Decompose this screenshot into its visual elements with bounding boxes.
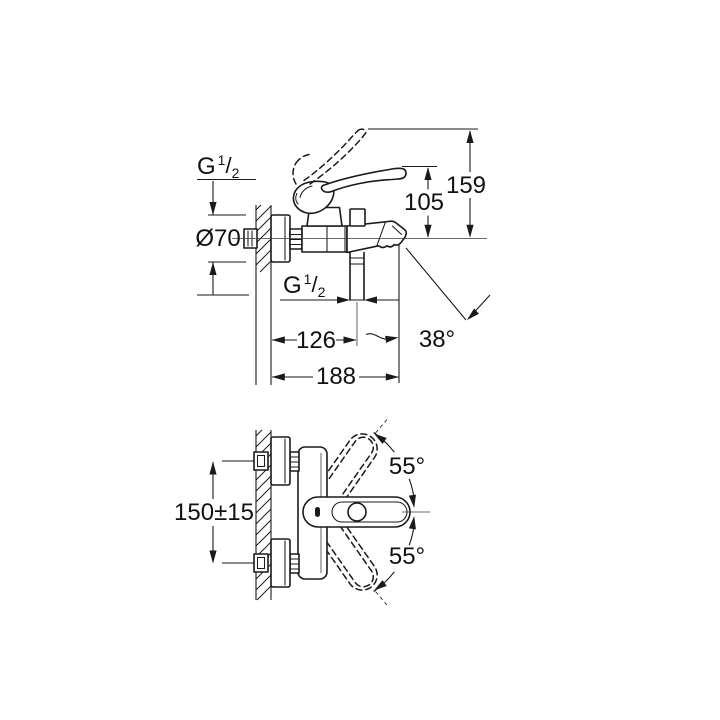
arrowhead xyxy=(271,336,285,344)
dim-wall-to-spout-end: 188 xyxy=(271,363,399,390)
spacing-extension-lines xyxy=(222,460,254,564)
lever-handle-side xyxy=(292,167,407,215)
shower-pipe-thread xyxy=(349,257,365,301)
arrowhead xyxy=(337,296,350,304)
spout xyxy=(346,220,408,254)
lever-handle-front xyxy=(302,496,411,528)
diverter-knob xyxy=(349,208,366,227)
dim-total-height: 159 xyxy=(446,130,486,238)
shower-outlet-pipe xyxy=(349,251,365,301)
arrowhead xyxy=(209,202,217,215)
swivel-angle-bottom-label: 55° xyxy=(389,543,425,570)
spout-aerator-face xyxy=(391,225,403,236)
supply-stub-inner xyxy=(256,556,266,570)
arrowhead xyxy=(408,494,416,508)
arrowhead xyxy=(385,373,399,381)
arrowhead xyxy=(424,167,432,180)
total-height-label: 159 xyxy=(446,172,486,199)
spout-outline xyxy=(346,220,408,254)
mixer-body-joints xyxy=(326,225,346,253)
wall-section-side xyxy=(255,204,272,385)
escutcheon-front-bottom xyxy=(270,538,291,588)
arrowhead xyxy=(466,224,474,238)
lever-base-detail2 xyxy=(295,192,299,205)
arrowhead xyxy=(374,580,387,591)
arrowhead xyxy=(209,461,217,475)
union-nut-top xyxy=(289,451,300,472)
arrowhead xyxy=(343,336,357,344)
shower-pipe-sides xyxy=(349,251,365,301)
lever-handle-raised-dashed xyxy=(292,128,368,185)
dim-connection-spacing: 150±15 xyxy=(174,460,254,564)
swivel-angle-top-label: 55° xyxy=(389,453,425,480)
wall-to-shower-outlet-label: 126 xyxy=(296,327,336,354)
spout-endpiece-joint xyxy=(376,221,387,247)
dim-wall-to-shower-outlet: 126 xyxy=(271,327,399,354)
dim-escutcheon-diameter: Ø70 xyxy=(195,181,246,295)
arrowhead xyxy=(424,224,432,238)
supply-connection-bottom xyxy=(253,553,269,573)
arrowhead xyxy=(466,130,474,143)
union-nut-bottom xyxy=(289,553,300,574)
arrowhead xyxy=(209,262,217,275)
escutcheon-diameter-label: Ø70 xyxy=(195,225,240,252)
handle-screw-cap xyxy=(347,502,367,522)
arrowhead xyxy=(374,433,387,444)
dim-lever-height: 105 xyxy=(404,167,444,238)
arrowhead xyxy=(209,550,217,564)
front-view: 55° 55° 150±15 xyxy=(174,419,430,606)
angle-leader-line xyxy=(405,247,467,321)
wall-hatch xyxy=(255,204,272,273)
lever-base-detail xyxy=(299,185,313,199)
arrowhead xyxy=(467,308,479,320)
lever-indicator-mark xyxy=(315,507,320,517)
wall-to-spout-end-label: 188 xyxy=(316,363,356,390)
union-nut-facets xyxy=(289,233,303,246)
dim-spout-angle: 38° xyxy=(405,247,491,353)
supply-stub-inner xyxy=(256,454,266,468)
lever-height-label: 105 xyxy=(404,189,444,216)
supply-stub xyxy=(253,553,269,573)
arrowhead xyxy=(364,296,377,304)
arrowhead xyxy=(271,373,285,381)
arrowhead xyxy=(408,516,416,530)
lever-swivel-arc xyxy=(373,432,416,592)
supply-connection-top xyxy=(253,451,269,471)
supply-stub xyxy=(253,451,269,471)
spout-angle-label: 38° xyxy=(419,326,455,353)
lever-arm xyxy=(320,167,407,193)
mixer-body-side xyxy=(301,225,348,253)
connection-spacing-label: 150±15 xyxy=(174,499,254,526)
swivel-axis-ext-bottom xyxy=(375,591,388,606)
arrowhead xyxy=(385,335,399,343)
escutcheon-front-top xyxy=(270,436,291,486)
swivel-axis-ext-top xyxy=(375,419,388,434)
